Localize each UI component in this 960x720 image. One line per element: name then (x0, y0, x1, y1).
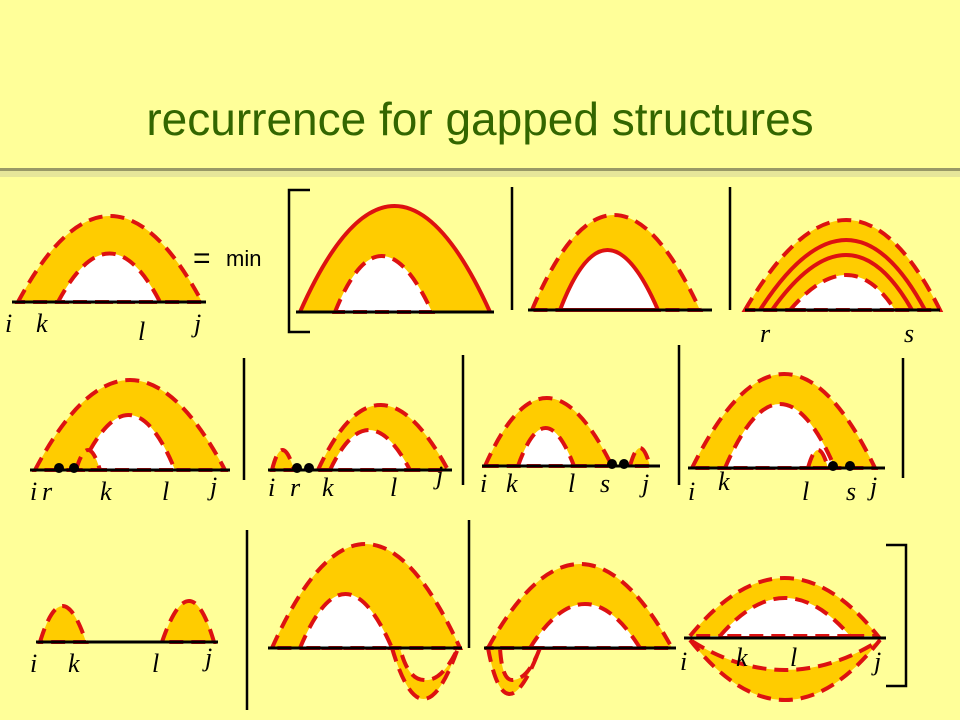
label-i: i (5, 309, 12, 338)
label-i: i (30, 477, 37, 506)
row2-case1-structure (30, 378, 230, 473)
title-rule-shadow (0, 171, 960, 177)
label-k: k (718, 467, 730, 496)
min-label: min (226, 246, 261, 271)
label-i: i (30, 649, 37, 678)
label-r: r (42, 477, 53, 506)
lhs-gapped-structure (12, 214, 206, 304)
row2-case4-structure (688, 372, 885, 471)
slide-title: recurrence for gapped structures (146, 93, 814, 145)
label-i: i (688, 477, 695, 506)
row1-case3-structure (741, 218, 944, 312)
label-l: l (802, 477, 809, 506)
label-s: s (846, 477, 856, 506)
min-open-bracket (287, 188, 310, 334)
label-k: k (322, 473, 334, 502)
row3-case1-structure (36, 599, 218, 644)
label-k: k (36, 309, 48, 338)
min-close-bracket (886, 543, 908, 688)
label-j: j (639, 469, 649, 498)
title-rule (0, 168, 960, 171)
label-j: j (871, 647, 881, 676)
label-l: l (152, 649, 159, 678)
equals-sign: = (193, 242, 211, 275)
label-j: j (191, 309, 201, 338)
label-j: j (202, 643, 212, 672)
label-j: j (207, 472, 217, 501)
label-r: r (760, 319, 771, 348)
label-s: s (600, 469, 610, 498)
label-j: j (433, 461, 443, 490)
row1-case1-structure (296, 204, 494, 314)
label-k: k (68, 649, 80, 678)
row1-case2-structure (528, 213, 712, 312)
label-r: r (290, 473, 301, 502)
label-l: l (138, 317, 145, 346)
label-k: k (100, 477, 112, 506)
label-l: l (390, 473, 397, 502)
label-k: k (736, 643, 748, 672)
label-s: s (904, 319, 914, 348)
label-i: i (680, 647, 687, 676)
label-i: i (268, 473, 275, 502)
label-l: l (790, 643, 797, 672)
row2-case3-structure (481, 396, 660, 469)
row2-case2-structure (268, 403, 452, 473)
row3-case4-structure (684, 576, 886, 702)
label-l: l (162, 477, 169, 506)
label-l: l (568, 469, 575, 498)
label-k: k (506, 469, 518, 498)
label-i: i (480, 469, 487, 498)
row3-case3-structure (484, 562, 676, 696)
row3-case2-structure (268, 542, 464, 701)
label-j: j (867, 472, 877, 501)
